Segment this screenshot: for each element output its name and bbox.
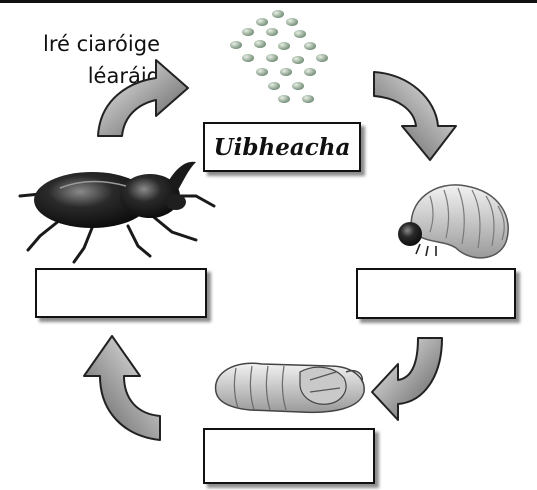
- egg-cluster-icon: [230, 10, 328, 103]
- beetle-pupa-icon: [216, 363, 365, 412]
- stage-label-eggs-text: Uibheacha: [214, 134, 351, 161]
- cycle-arrow-icon: [98, 60, 188, 136]
- cycle-arrow-icon: [374, 72, 456, 160]
- cycle-arrow-icon: [372, 338, 442, 420]
- stage-label-larva-box[interactable]: [356, 268, 516, 319]
- stage-label-pupa-box[interactable]: [203, 428, 375, 484]
- beetle-adult-icon: [20, 162, 214, 262]
- stage-label-eggs: Uibheacha: [203, 122, 361, 172]
- cycle-arrow-icon: [84, 336, 160, 440]
- beetle-larva-icon: [398, 185, 508, 258]
- stage-label-adult-box[interactable]: [35, 268, 207, 318]
